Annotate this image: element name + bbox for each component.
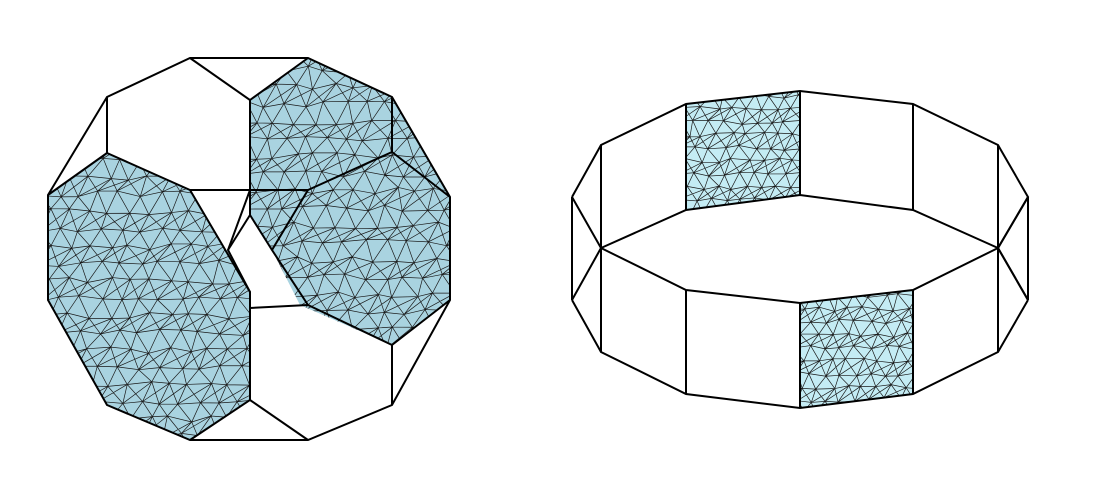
left-polyhedron	[47, 57, 451, 441]
polyhedron-edges	[47, 57, 451, 441]
prism-band-edges	[571, 89, 1030, 410]
right-prism-band	[571, 89, 1030, 410]
meshed-face-left-a	[48, 153, 250, 440]
face-fill	[250, 58, 450, 345]
meshed-face-left-b	[250, 58, 450, 345]
